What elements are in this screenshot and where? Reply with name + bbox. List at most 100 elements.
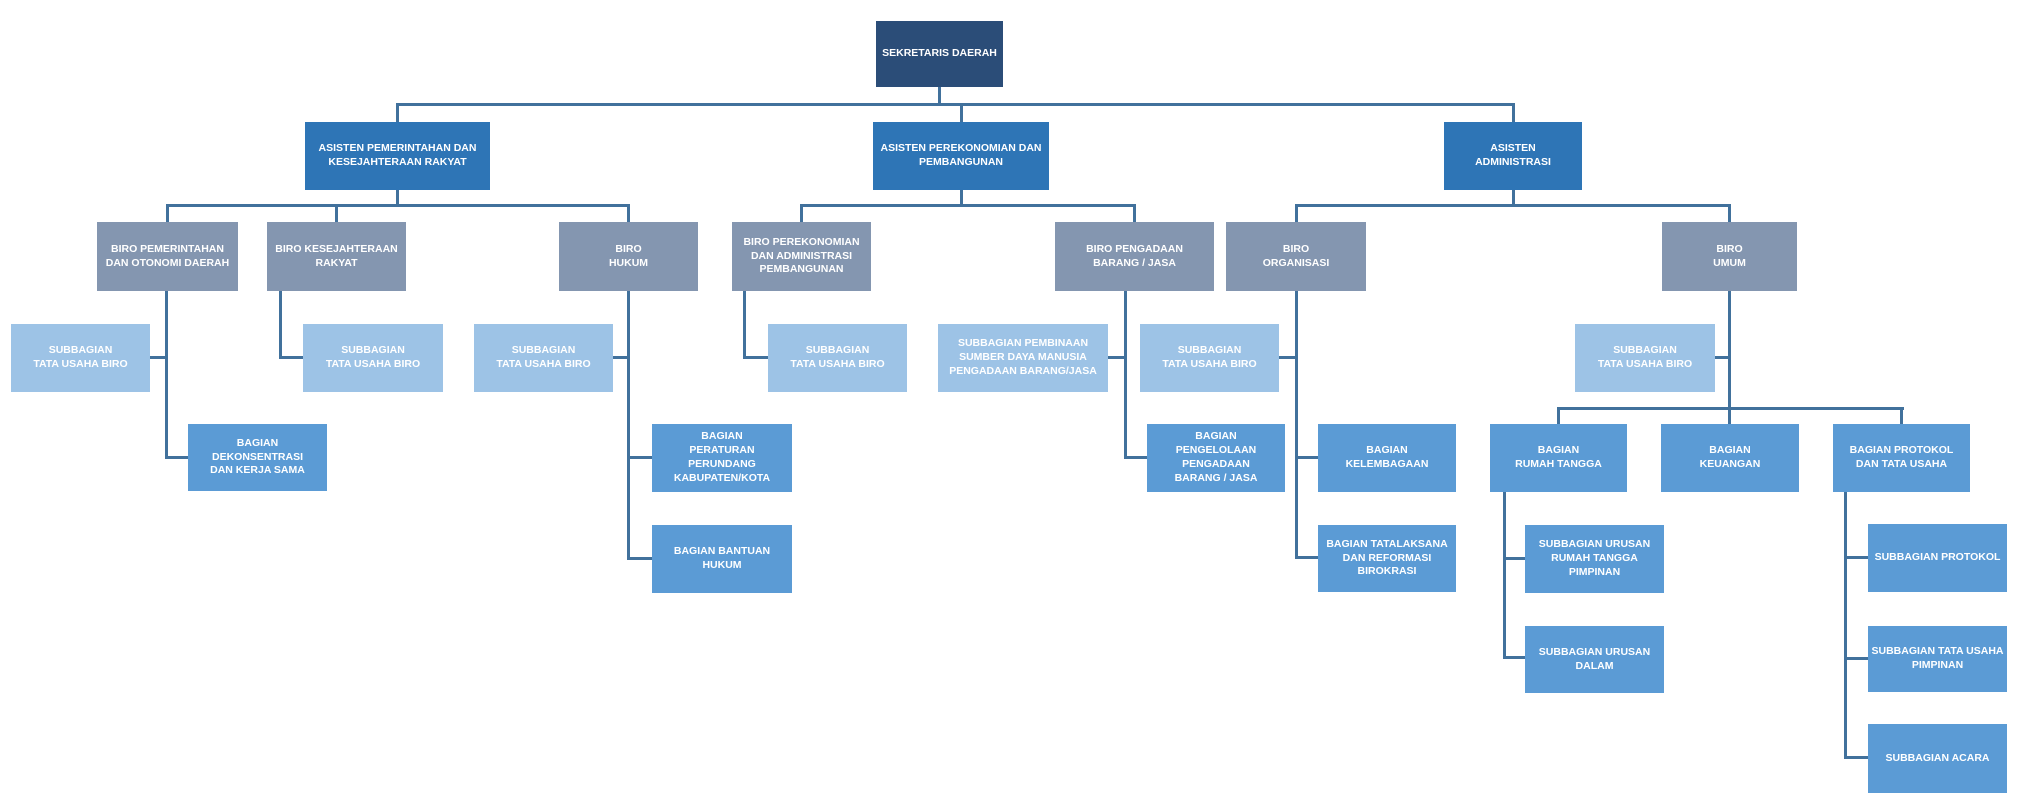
org-node-asisten-perekonomian: ASISTEN PEREKONOMIAN DAN PEMBANGUNAN [873, 122, 1049, 190]
connector-line [396, 103, 1515, 106]
node-label: BIRO PENGADAAN BARANG / JASA [1086, 242, 1183, 269]
connector-line [166, 204, 630, 207]
org-node-subbagian-urusan-dalam: SUBBAGIAN URUSAN DALAM [1525, 626, 1664, 693]
connector-line [627, 204, 630, 222]
org-node-biro-kesejahteraan: BIRO KESEJAHTERAAN RAKYAT [267, 222, 406, 291]
node-label: BIRO HUKUM [608, 242, 649, 269]
connector-line [1900, 407, 1903, 425]
connector-line [1297, 556, 1319, 559]
org-node-subbagian-protokol: SUBBAGIAN PROTOKOL [1868, 524, 2007, 592]
connector-line [1108, 356, 1125, 359]
org-node-subbagian-acara: SUBBAGIAN ACARA [1868, 724, 2007, 793]
node-label: SUBBAGIAN TATA USAHA PIMPINAN [1871, 645, 2004, 671]
node-label: ASISTEN ADMINISTRASI [1475, 142, 1551, 168]
connector-line [1124, 291, 1127, 459]
node-label: SUBBAGIAN URUSAN DALAM [1538, 645, 1651, 672]
org-node-subbagian-urusan-rt-pimpinan: SUBBAGIAN URUSAN RUMAH TANGGA PIMPINAN [1525, 525, 1664, 593]
connector-line [960, 190, 963, 206]
org-node-asisten-pemerintahan: ASISTEN PEMERINTAHAN DAN KESEJAHTERAAN R… [305, 122, 490, 190]
connector-line [166, 456, 190, 459]
connector-line [1728, 407, 1731, 425]
org-node-subbagian-pembinaan-sdm: SUBBAGIAN PEMBINAAN SUMBER DAYA MANUSIA … [938, 324, 1108, 392]
connector-line [1297, 456, 1319, 459]
connector-line [1557, 407, 1560, 425]
org-node-bagian-rumah-tangga: BAGIAN RUMAH TANGGA [1490, 424, 1627, 492]
connector-line [280, 356, 304, 359]
connector-line [1295, 204, 1298, 222]
node-label: ASISTEN PEMERINTAHAN DAN KESEJAHTERAAN R… [318, 142, 477, 168]
connector-line [1503, 492, 1506, 659]
node-label: BAGIAN KELEMBAGAAN [1345, 444, 1429, 470]
connector-line [396, 190, 399, 206]
connector-line [1295, 291, 1298, 559]
node-label: SUBBAGIAN ACARA [1885, 751, 1990, 764]
org-node-subbagian-tu-organisasi: SUBBAGIAN TATA USAHA BIRO [1140, 324, 1279, 392]
node-label: SUBBAGIAN TATA USAHA BIRO [790, 344, 885, 370]
node-label: BIRO PEMERINTAHAN DAN OTONOMI DAERAH [105, 242, 230, 269]
node-label: SUBBAGIAN TATA USAHA BIRO [33, 344, 128, 370]
connector-line [629, 557, 653, 560]
org-node-bagian-pengelolaan: BAGIAN PENGELOLAAN PENGADAAN BARANG / JA… [1147, 424, 1285, 492]
org-node-biro-perekonomian: BIRO PEREKONOMIAN DAN ADMINISTRASI PEMBA… [732, 222, 871, 291]
org-node-sekretaris-daerah: SEKRETARIS DAERAH [876, 21, 1003, 87]
connector-line [1505, 656, 1526, 659]
connector-line [1512, 190, 1515, 206]
connector-line [743, 291, 746, 359]
node-label: BIRO UMUM [1713, 242, 1746, 269]
node-label: BIRO PEREKONOMIAN DAN ADMINISTRASI PEMBA… [743, 235, 860, 276]
org-node-subbagian-tu-pemerintahan: SUBBAGIAN TATA USAHA BIRO [11, 324, 150, 392]
org-node-subbagian-tu-umum: SUBBAGIAN TATA USAHA BIRO [1575, 324, 1715, 392]
org-node-biro-pemerintahan: BIRO PEMERINTAHAN DAN OTONOMI DAERAH [97, 222, 238, 291]
connector-line [166, 204, 169, 222]
connector-line [165, 291, 168, 459]
connector-line [1279, 356, 1296, 359]
connector-line [335, 204, 338, 222]
node-label: BAGIAN TATALAKSANA DAN REFORMASI BIROKRA… [1326, 537, 1448, 578]
connector-line [1505, 557, 1526, 560]
connector-line [1728, 291, 1731, 410]
connector-line [150, 356, 166, 359]
node-label: SUBBAGIAN TATA USAHA BIRO [325, 344, 421, 370]
org-node-subbagian-tu-hukum: SUBBAGIAN TATA USAHA BIRO [474, 324, 613, 392]
node-label: SUBBAGIAN PROTOKOL [1874, 551, 2001, 564]
org-node-biro-umum: BIRO UMUM [1662, 222, 1797, 291]
node-label: SUBBAGIAN TATA USAHA BIRO [1597, 344, 1693, 370]
org-node-bagian-protokol: BAGIAN PROTOKOL DAN TATA USAHA [1833, 424, 1970, 492]
connector-line [627, 291, 630, 560]
connector-line [1512, 103, 1515, 123]
node-label: BAGIAN PROTOKOL DAN TATA USAHA [1849, 444, 1954, 470]
node-label: SUBBAGIAN URUSAN RUMAH TANGGA PIMPINAN [1538, 538, 1651, 578]
org-node-bagian-bantuan-hukum: BAGIAN BANTUAN HUKUM [652, 525, 792, 593]
connector-line [1846, 657, 1869, 660]
node-label: BAGIAN KEUANGAN [1699, 444, 1761, 470]
node-label: BAGIAN DEKONSENTRASI DAN KERJA SAMA [210, 436, 305, 477]
connector-line [613, 356, 628, 359]
connector-line [396, 103, 399, 123]
connector-line [744, 356, 769, 359]
node-label: BAGIAN PENGELOLAAN PENGADAAN BARANG / JA… [1174, 430, 1258, 484]
node-label: SUBBAGIAN TATA USAHA BIRO [496, 344, 591, 370]
node-label: BIRO ORGANISASI [1262, 242, 1330, 269]
connector-line [800, 204, 1136, 207]
connector-line [279, 291, 282, 359]
org-node-subbagian-tu-pimpinan: SUBBAGIAN TATA USAHA PIMPINAN [1868, 626, 2007, 692]
connector-line [629, 456, 653, 459]
connector-line [1846, 756, 1869, 759]
org-node-subbagian-tu-perekonomian: SUBBAGIAN TATA USAHA BIRO [768, 324, 907, 392]
connector-line [938, 87, 941, 105]
org-node-biro-pengadaan: BIRO PENGADAAN BARANG / JASA [1055, 222, 1214, 291]
org-node-biro-organisasi: BIRO ORGANISASI [1226, 222, 1366, 291]
node-label: BIRO KESEJAHTERAAN RAKYAT [275, 242, 398, 269]
connector-line [960, 103, 963, 123]
connector-line [1295, 204, 1731, 207]
node-label: BAGIAN RUMAH TANGGA [1515, 444, 1602, 470]
org-node-bagian-tatalaksana: BAGIAN TATALAKSANA DAN REFORMASI BIROKRA… [1318, 525, 1456, 592]
org-node-biro-hukum: BIRO HUKUM [559, 222, 698, 291]
connector-line [1846, 556, 1869, 559]
connector-line [1728, 204, 1731, 222]
node-label: BAGIAN PERATURAN PERUNDANG KABUPATEN/KOT… [673, 430, 771, 484]
org-node-subbagian-tu-kesejahteraan: SUBBAGIAN TATA USAHA BIRO [303, 324, 443, 392]
org-node-asisten-administrasi: ASISTEN ADMINISTRASI [1444, 122, 1582, 190]
connector-line [1133, 204, 1136, 222]
